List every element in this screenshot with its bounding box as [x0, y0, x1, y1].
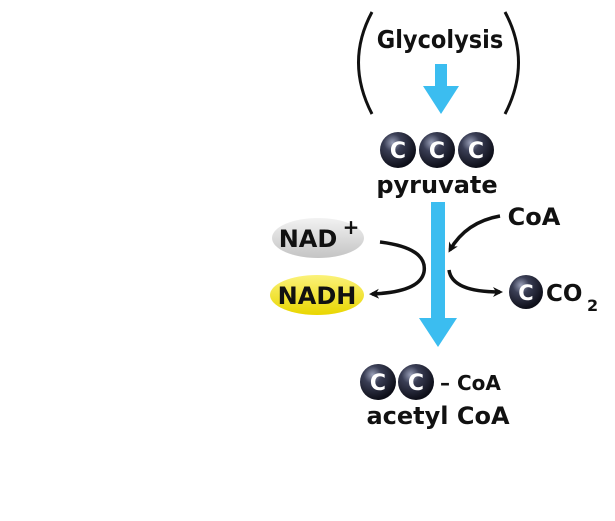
carbon-atom: C [360, 364, 396, 400]
glycolysis-label: Glycolysis [377, 25, 503, 54]
glycolysis-arrow [423, 64, 459, 114]
svg-text:C: C [518, 281, 533, 305]
carbon-atom: C [398, 364, 434, 400]
nadh-oval: NADH [270, 275, 364, 315]
acetyl-carbons: C C [360, 364, 434, 400]
coa-label: CoA [508, 203, 561, 231]
svg-text:NAD: NAD [279, 225, 338, 253]
svg-text:CO: CO [546, 281, 582, 307]
pyruvate-carbons: C C C [380, 132, 494, 168]
acetyl-coa-bond-label: – CoA [440, 371, 501, 395]
pyruvate-label: pyruvate [376, 171, 497, 199]
carbon-atom: C [380, 132, 416, 168]
svg-text:+: + [343, 215, 360, 239]
nad-plus-oval: NAD + [272, 215, 364, 258]
svg-text:C: C [408, 371, 424, 396]
co2-label: CO 2 [546, 281, 598, 315]
left-parenthesis [357, 11, 374, 115]
co2-carbon: C [509, 275, 543, 309]
main-reaction-arrow [419, 202, 457, 347]
carbon-atom: C [419, 132, 455, 168]
svg-text:C: C [429, 139, 445, 164]
svg-text:C: C [468, 139, 484, 164]
nad-reduction-arrow [369, 240, 426, 299]
acetyl-coa-label: acetyl CoA [366, 402, 510, 430]
svg-text:C: C [390, 139, 406, 164]
coa-input-arrow [448, 214, 501, 253]
co2-output-arrow [447, 269, 503, 297]
right-parenthesis [503, 11, 520, 115]
carbon-atom: C [458, 132, 494, 168]
svg-text:NADH: NADH [278, 282, 357, 310]
svg-text:2: 2 [587, 296, 598, 315]
svg-text:C: C [370, 371, 386, 396]
